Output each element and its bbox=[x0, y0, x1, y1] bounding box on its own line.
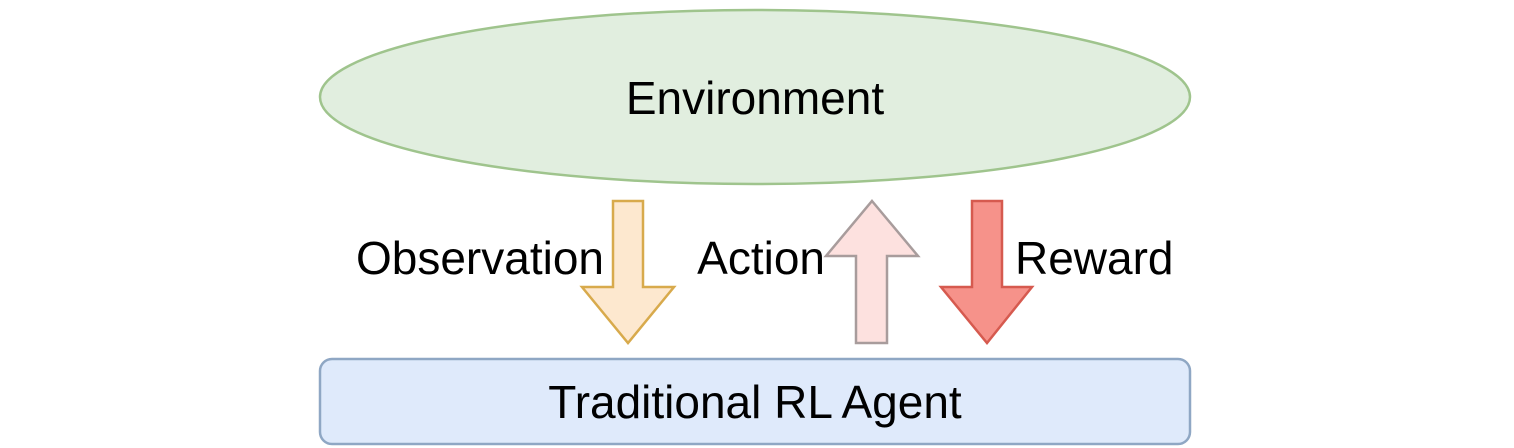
agent-box bbox=[318, 357, 1192, 446]
action-label: Action bbox=[697, 232, 825, 284]
observation-label: Observation bbox=[356, 232, 604, 284]
environment-ellipse bbox=[318, 8, 1192, 186]
reward-arrow bbox=[938, 199, 1035, 345]
reward-label: Reward bbox=[1015, 232, 1174, 284]
action-arrow-group: Action bbox=[697, 199, 921, 345]
observation-arrow-group: Observation bbox=[356, 199, 677, 345]
environment-label: Environment bbox=[626, 72, 884, 124]
observation-arrow bbox=[579, 199, 677, 345]
action-arrow bbox=[823, 199, 921, 345]
environment-node: Environment bbox=[318, 8, 1192, 186]
agent-node: Traditional RL Agent bbox=[318, 357, 1192, 446]
agent-label: Traditional RL Agent bbox=[548, 376, 962, 428]
reward-arrow-group: Reward bbox=[938, 199, 1174, 345]
